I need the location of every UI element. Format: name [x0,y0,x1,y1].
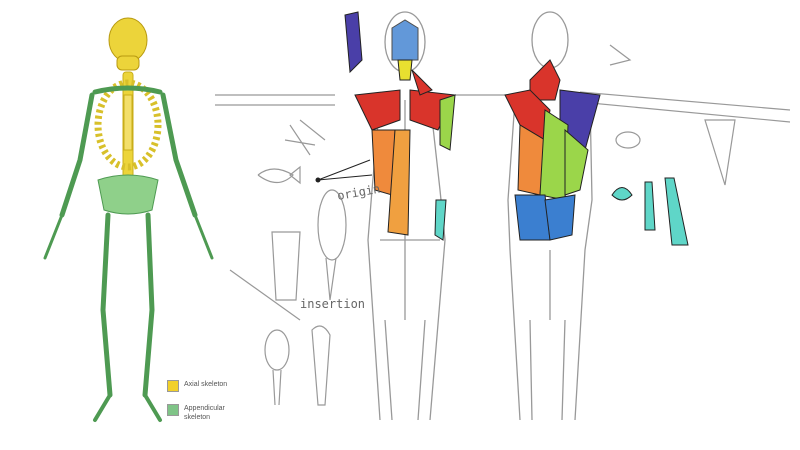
origin-pointer [317,159,373,181]
legend-item-axial: Axial skeleton [167,380,227,392]
insertion-label: insertion [300,297,365,311]
legend-label: Appendicular skeleton [184,405,225,421]
back-muscles [504,59,601,241]
legend-item-appendicular: Appendicular skeleton [167,404,227,422]
spine-and-ribcage [94,71,162,193]
skull [108,17,148,71]
teal-shapes [611,177,689,246]
appendicular-swatch [167,404,179,416]
skeleton [43,17,214,422]
pelvis [97,174,159,215]
legend-label: Axial skeleton [184,381,228,388]
origin-label: origin [336,182,381,203]
axial-swatch [167,380,179,392]
sketches [215,44,791,406]
appendicular [43,85,214,422]
front-muscles [344,11,456,241]
